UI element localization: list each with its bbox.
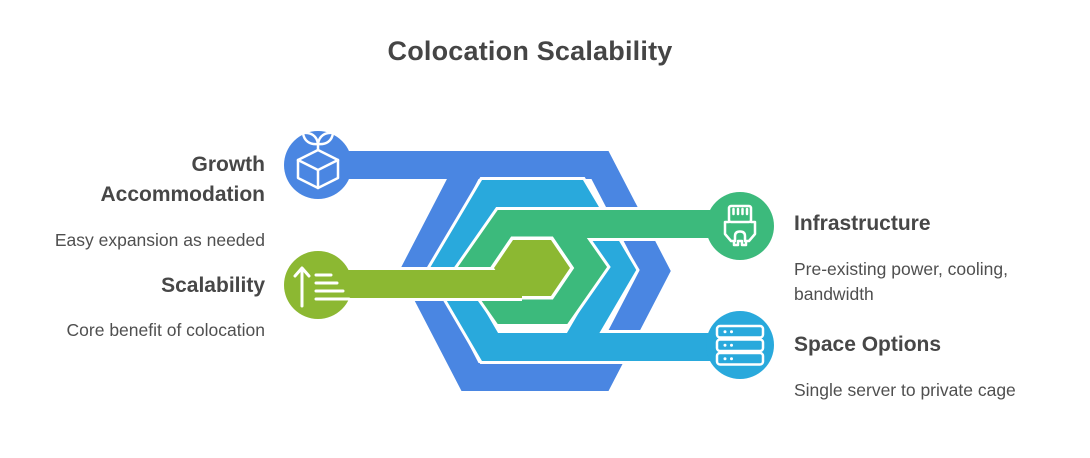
item-label-space-options: Space Options: [794, 333, 942, 356]
box-sprout-icon: [296, 131, 340, 190]
ascending-bars-arrow-icon: [293, 266, 351, 308]
item-description-scalability: Core benefit of colocation: [66, 320, 265, 340]
item-description-space-options: Single server to private cage: [794, 380, 1016, 400]
item-label-scalability: Scalability: [161, 274, 265, 297]
item-description-growth-accommodation: Easy expansion as needed: [54, 230, 265, 250]
olive-core-hexagon: [494, 240, 570, 296]
item-description-infrastructure: Pre-existing power, cooling, bandwidth: [794, 259, 1008, 304]
growth-accommodation-icon-badge: [284, 131, 352, 199]
page-title: Colocation Scalability: [387, 36, 673, 66]
item-label-growth-accommodation: Growth Accommodation: [100, 153, 265, 206]
ethernet-plug-icon: [723, 204, 757, 247]
infrastructure-icon-badge: [706, 192, 774, 260]
item-label-infrastructure: Infrastructure: [794, 212, 931, 235]
scalability-icon-badge: [284, 251, 352, 319]
server-rack-icon: [715, 324, 765, 366]
space-options-icon-badge: [706, 311, 774, 379]
